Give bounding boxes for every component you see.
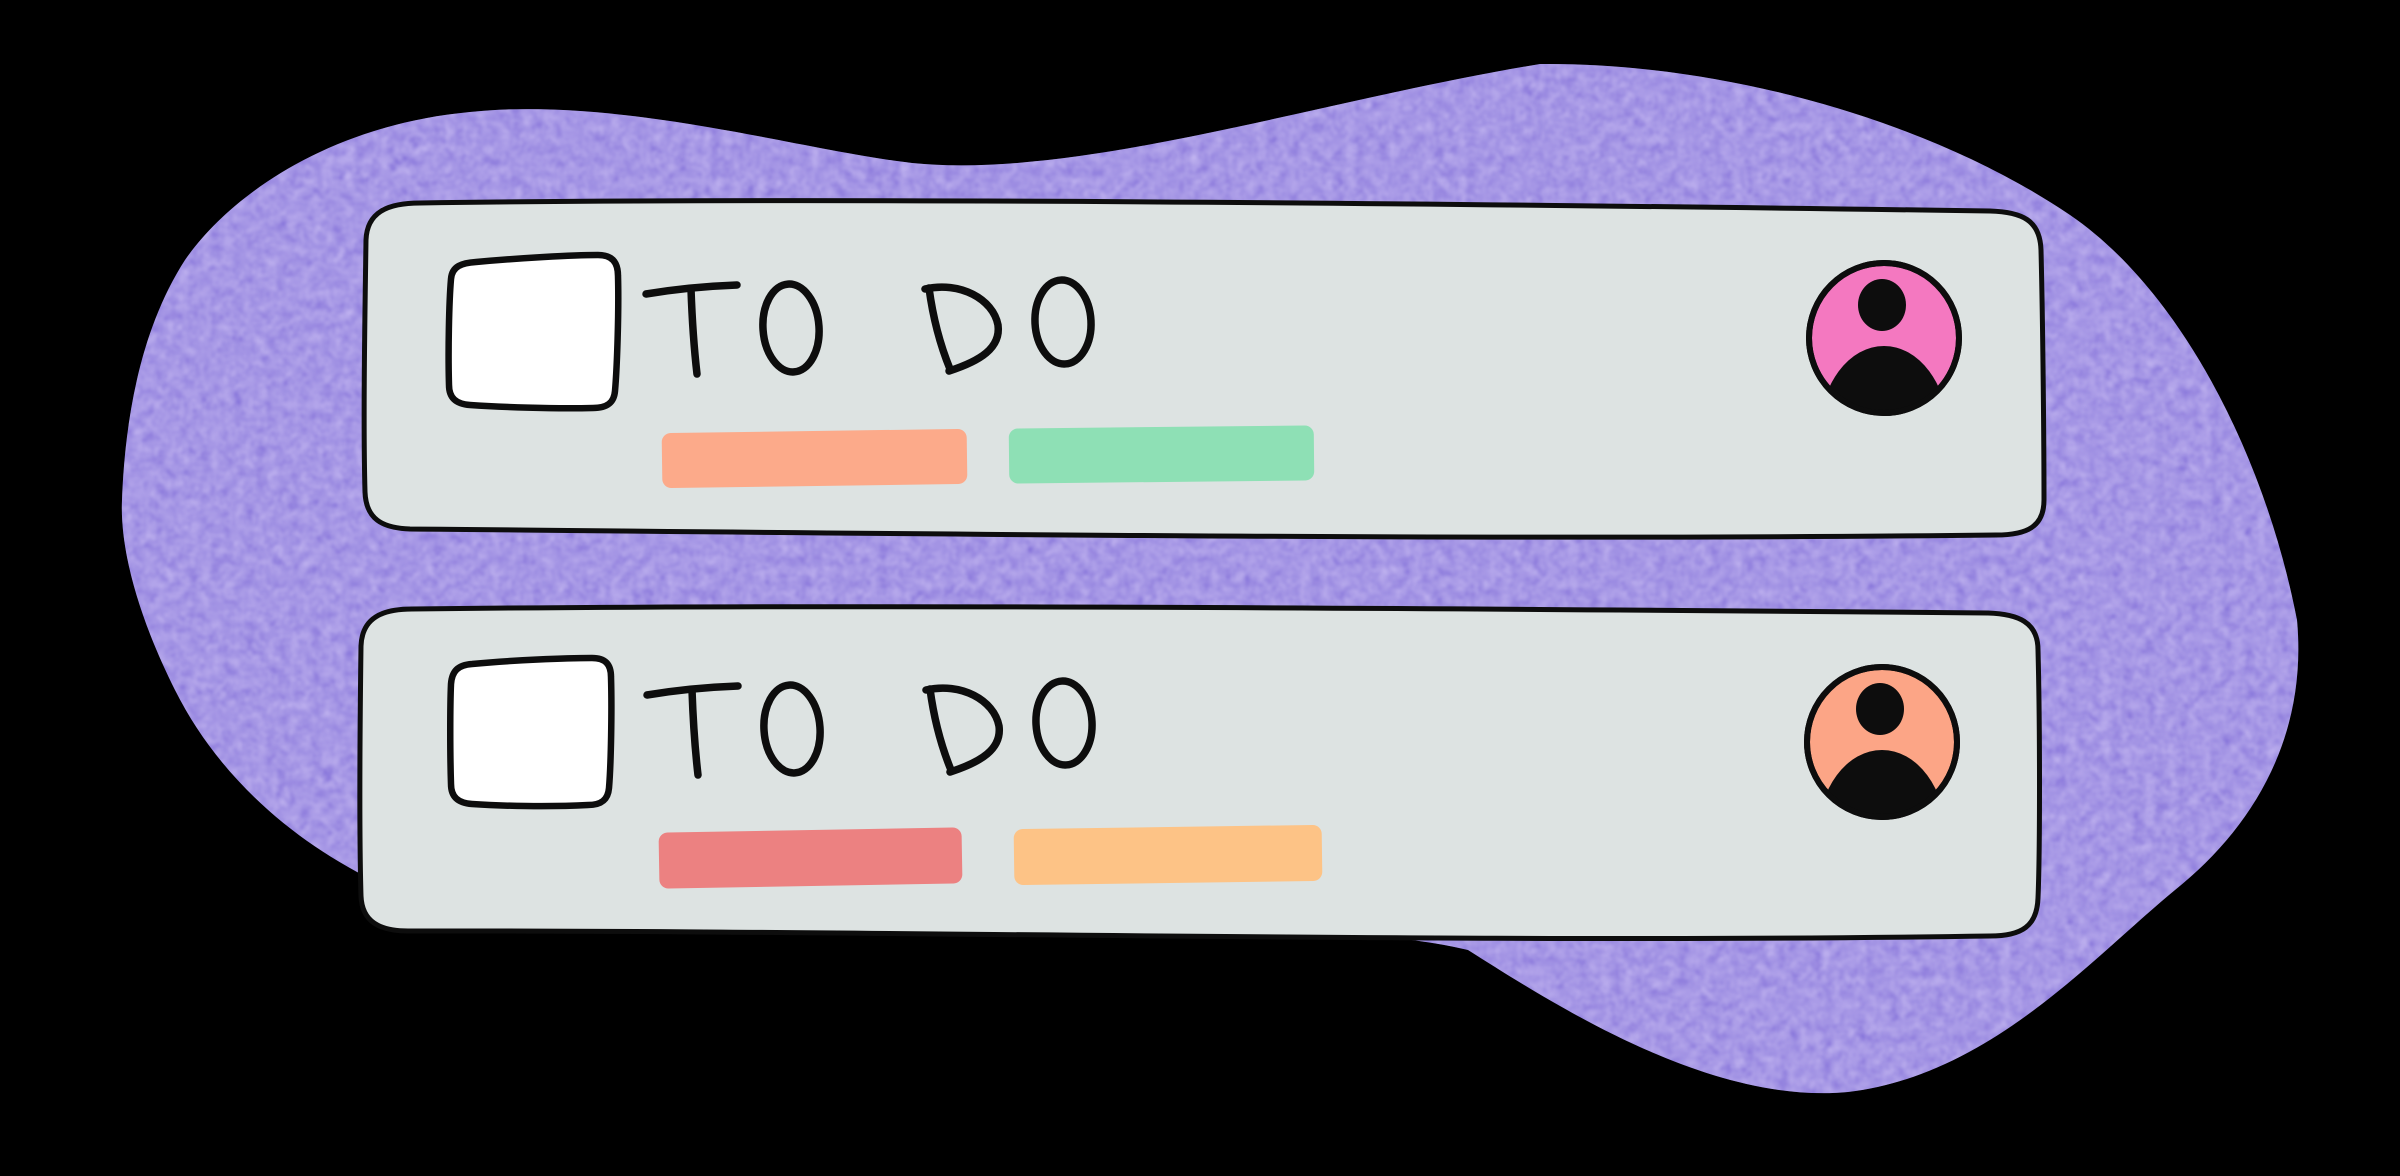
card-2-avatar[interactable] xyxy=(1804,664,1960,922)
avatar-1-ring xyxy=(1806,260,1962,416)
letter-O2 xyxy=(1031,276,1095,368)
todo-card-1[interactable] xyxy=(361,198,2047,540)
user-icon-head xyxy=(1856,683,1904,735)
letter-D-stem xyxy=(926,685,955,774)
user-icon-shoulders xyxy=(1818,750,1946,815)
letter-T-stem xyxy=(687,285,701,378)
card-2-title-lettering xyxy=(643,677,1096,779)
user-icon-shoulders xyxy=(1820,346,1948,411)
letter-D-bowl xyxy=(922,684,1003,776)
card-1-avatar[interactable] xyxy=(1806,260,1962,518)
card-1-tag-green[interactable] xyxy=(1008,425,1315,484)
letter-O xyxy=(760,681,824,777)
card-2-tag-red[interactable] xyxy=(658,827,963,889)
letter-O xyxy=(759,280,823,376)
avatar-2-ring xyxy=(1804,664,1960,820)
letter-D-bowl xyxy=(921,283,1002,375)
letter-O2 xyxy=(1032,677,1096,769)
user-icon-head xyxy=(1858,279,1906,331)
card-1-checkbox[interactable] xyxy=(445,251,622,412)
card-2-checkbox[interactable] xyxy=(447,654,615,810)
card-1-tag-salmon[interactable] xyxy=(661,428,968,488)
card-2-tag-amber[interactable] xyxy=(1013,824,1323,886)
card-1-title-lettering xyxy=(642,276,1095,378)
letter-T-stem xyxy=(688,686,702,779)
letter-D-stem xyxy=(925,284,954,373)
todo-card-2[interactable] xyxy=(357,604,2042,941)
